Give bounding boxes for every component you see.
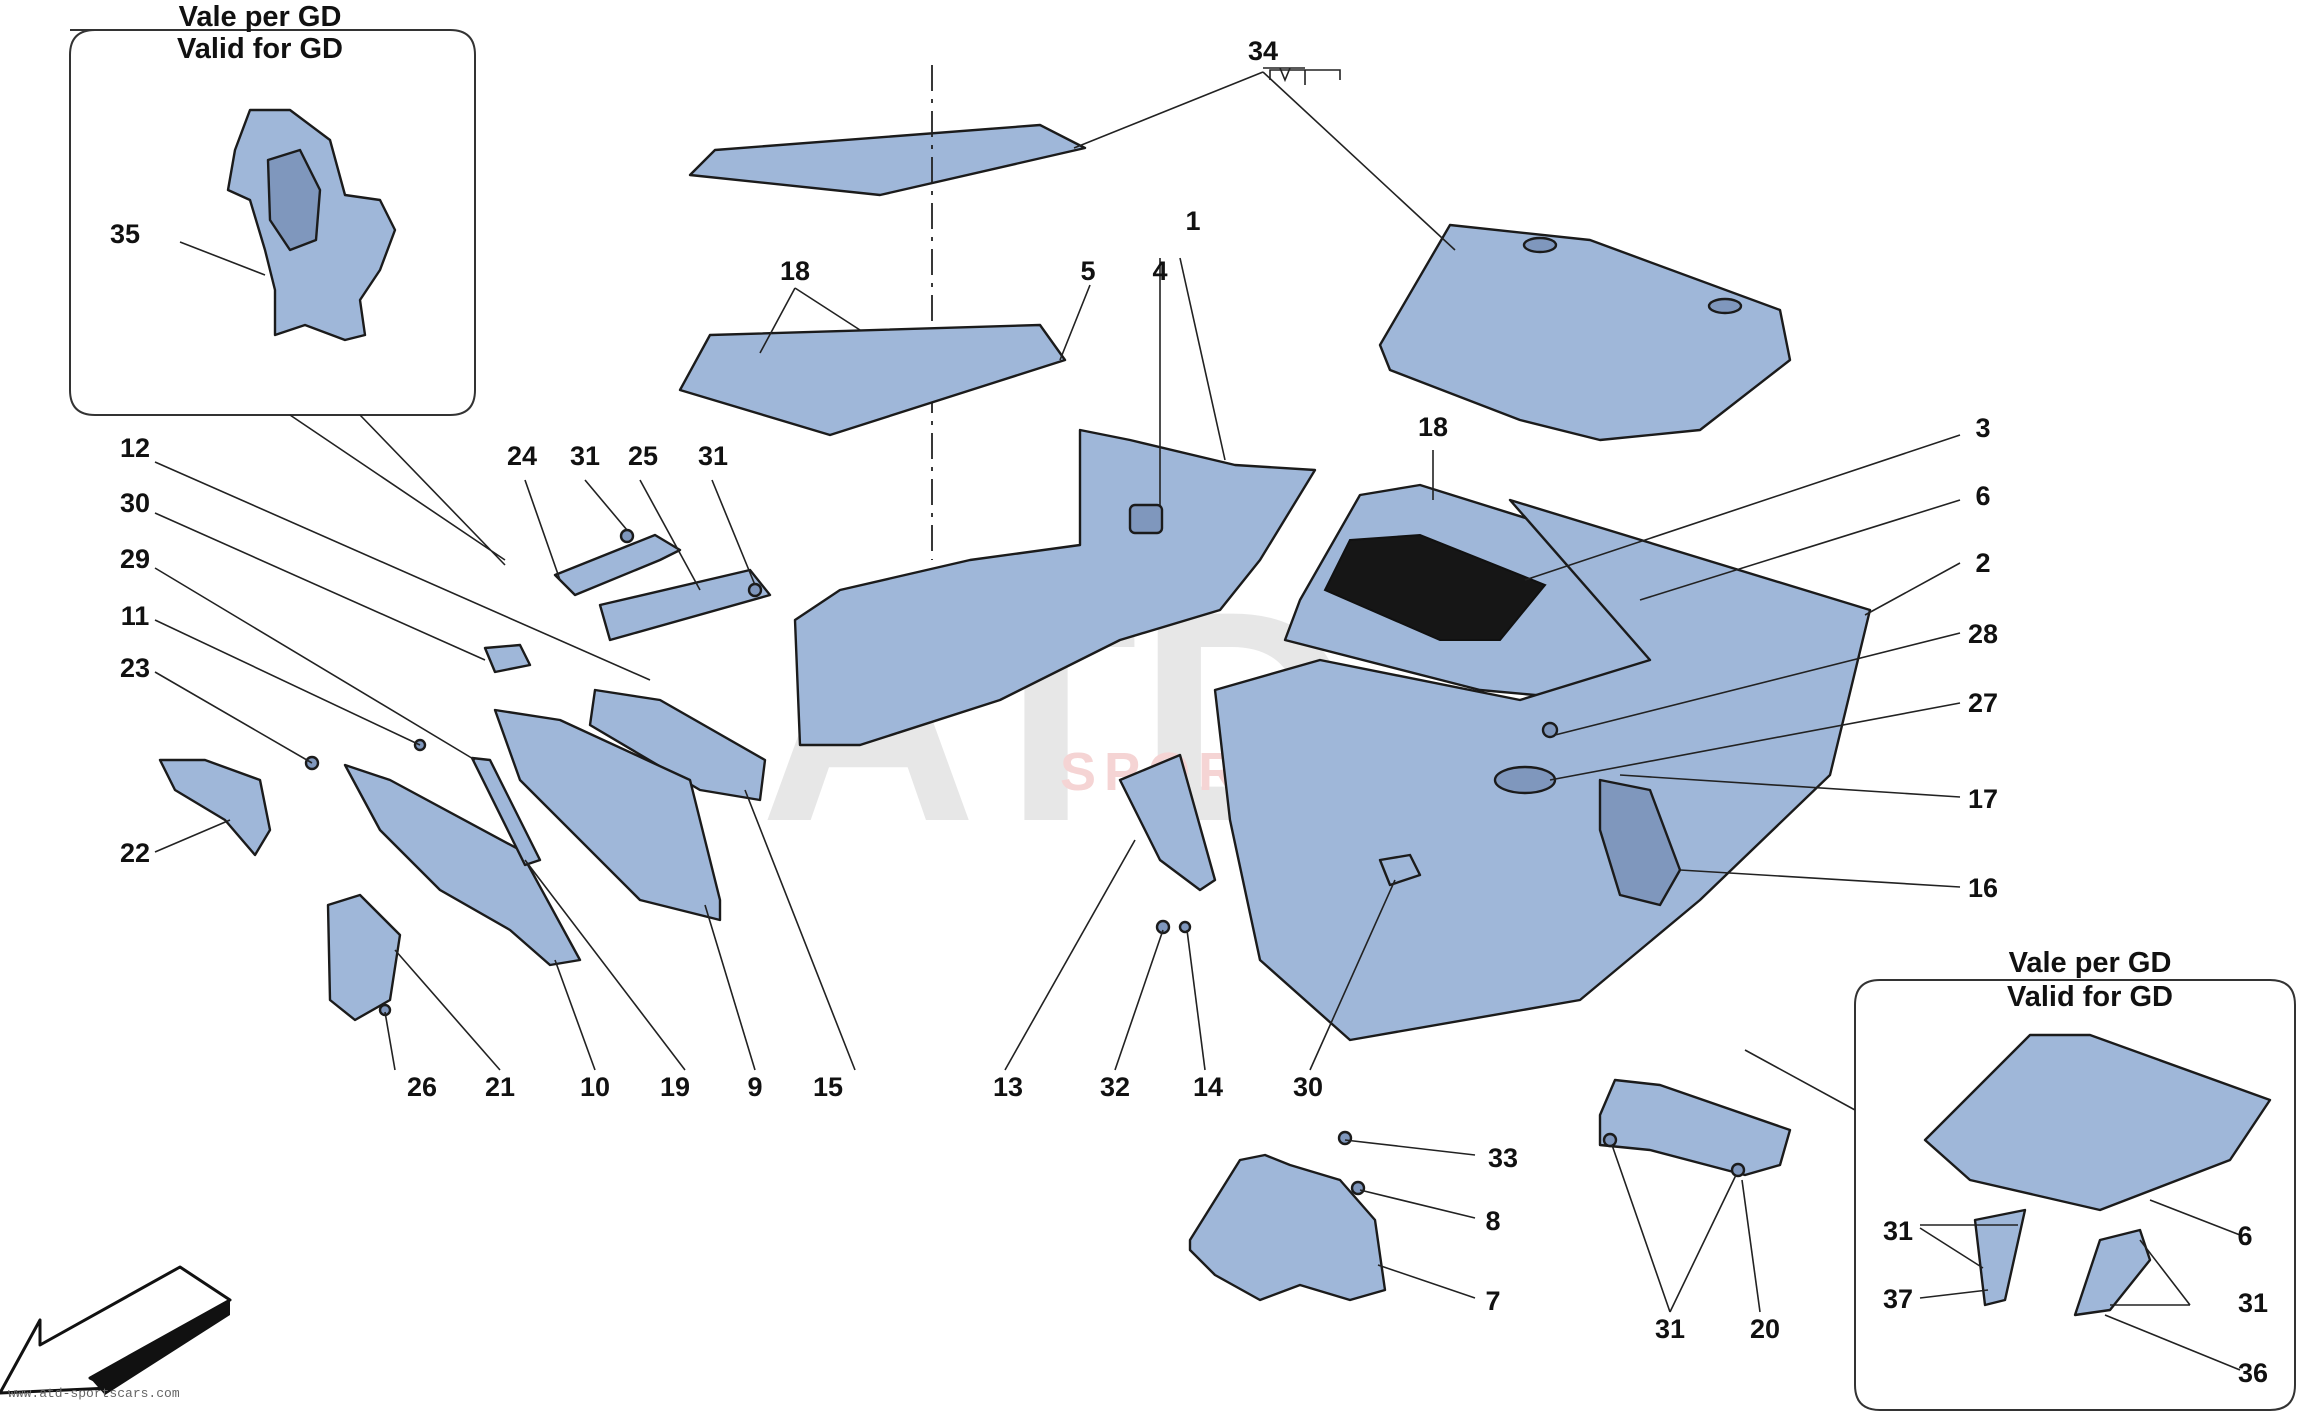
inset-pointer-line [1744, 1049, 1856, 1111]
part-13-side-panel [1118, 753, 1217, 892]
part-34-upper-mat [688, 123, 1087, 197]
callout-21: 21 [485, 1072, 515, 1102]
part-5-floor-panel [678, 323, 1067, 437]
callout-3: 3 [1975, 413, 1990, 443]
part-20-bracket [1598, 1078, 1792, 1177]
part-24-rail [553, 533, 682, 597]
part-6-panel-gd [1923, 1033, 2272, 1212]
part-30-clip-right [1378, 853, 1422, 887]
part-9-plate [493, 708, 722, 922]
callout-30a: 30 [120, 488, 150, 518]
part-1-tunnel-carpet [793, 428, 1317, 747]
inset-pointer-lines [289, 414, 506, 566]
callout-9: 9 [747, 1072, 762, 1102]
leader-lines [154, 67, 2241, 1371]
callout-18b: 18 [1418, 412, 1448, 442]
part-19-strip [470, 756, 542, 867]
part-21-bracket [326, 893, 402, 1022]
fastener-31 [619, 528, 635, 544]
callout-30b: 30 [1293, 1072, 1323, 1102]
callout-35: 35 [110, 219, 140, 249]
callout-19: 19 [660, 1072, 690, 1102]
part-27-cap [1493, 765, 1557, 795]
inset-title-line1: Vale per GD [2009, 947, 2172, 979]
fastener-8 [1350, 1180, 1366, 1196]
callout-11: 11 [121, 601, 150, 631]
callout-24: 24 [507, 441, 537, 471]
inset-frame [1854, 979, 2296, 1411]
callout-13: 13 [993, 1072, 1023, 1102]
callout-36: 36 [2238, 1358, 2268, 1388]
part-35-cutout [266, 148, 322, 252]
callout-labels: 1 2 3 4 5 6 6 7 8 9 10 11 12 13 14 15 16… [110, 36, 2268, 1388]
callout-6b: 6 [2237, 1221, 2252, 1251]
part-25-rail [598, 568, 772, 642]
callout-37: 37 [1883, 1284, 1913, 1314]
part-22-bracket [158, 758, 272, 857]
part-10-frame [343, 763, 582, 967]
callout-17: 17 [1968, 784, 1998, 814]
part-3-black-mat [1323, 533, 1547, 641]
inset-title-line2: Valid for GD [2007, 981, 2173, 1013]
callout-6a: 6 [1975, 481, 1990, 511]
callout-31e: 31 [2238, 1288, 2268, 1318]
callout-31d: 31 [1883, 1216, 1913, 1246]
callout-10: 10 [580, 1072, 610, 1102]
inset-title-line1: Vale per GD [179, 1, 342, 33]
callout-22: 22 [120, 838, 150, 868]
mat-clip [1707, 297, 1743, 315]
callout-14: 14 [1193, 1072, 1223, 1102]
part-34-side-mat [1378, 223, 1792, 442]
part-4-grommet [1128, 503, 1164, 535]
callout-12: 12 [120, 433, 150, 463]
part-16-vent-grille [1598, 778, 1682, 907]
fastener-14 [1178, 920, 1192, 934]
inset-bottom-right: Vale per GD Valid for GD [1744, 947, 2296, 1411]
part-7-bracket [1188, 1153, 1387, 1302]
callout-31c: 31 [1655, 1314, 1685, 1344]
callout-1: 1 [1185, 206, 1200, 236]
mat-clip [1522, 236, 1558, 254]
callout-26: 26 [407, 1072, 437, 1102]
callout-5: 5 [1080, 256, 1095, 286]
fastener-31 [1602, 1132, 1618, 1148]
callout-4: 4 [1152, 256, 1167, 286]
callout-27: 27 [1968, 688, 1998, 718]
fastener-32 [1155, 919, 1171, 935]
inset-frame [69, 29, 476, 416]
callout-18a: 18 [780, 256, 810, 286]
fasteners [304, 528, 1746, 1196]
website-credit: www.atd-sportscars.com [8, 1386, 180, 1401]
callout-7: 7 [1485, 1286, 1500, 1316]
inset-title-line2: Valid for GD [177, 33, 343, 65]
callout-28: 28 [1968, 619, 1998, 649]
callout-8: 8 [1485, 1206, 1500, 1236]
callout-25: 25 [628, 441, 658, 471]
inset-top-left: Vale per GD Valid for GD [69, 1, 506, 566]
callout-32: 32 [1100, 1072, 1130, 1102]
fastener-31 [1730, 1162, 1746, 1178]
callout-29: 29 [120, 544, 150, 574]
fastener-33 [1337, 1130, 1353, 1146]
part-15-panel [588, 688, 767, 802]
callout-31a: 31 [570, 441, 600, 471]
callout-16: 16 [1968, 873, 1998, 903]
part-37-bracket [1973, 1208, 2027, 1307]
callout-15: 15 [813, 1072, 843, 1102]
direction-arrow-icon [0, 1265, 232, 1395]
part-30-clip [483, 643, 532, 674]
callout-33: 33 [1488, 1143, 1518, 1173]
callout-31b: 31 [698, 441, 728, 471]
fastener-28 [1541, 721, 1559, 739]
fastener-31 [747, 582, 763, 598]
callout-2: 2 [1975, 548, 1990, 578]
part-36-bracket [2073, 1228, 2152, 1317]
callout-34: 34 [1248, 36, 1278, 66]
callout-23: 23 [120, 653, 150, 683]
callout-20: 20 [1750, 1314, 1780, 1344]
